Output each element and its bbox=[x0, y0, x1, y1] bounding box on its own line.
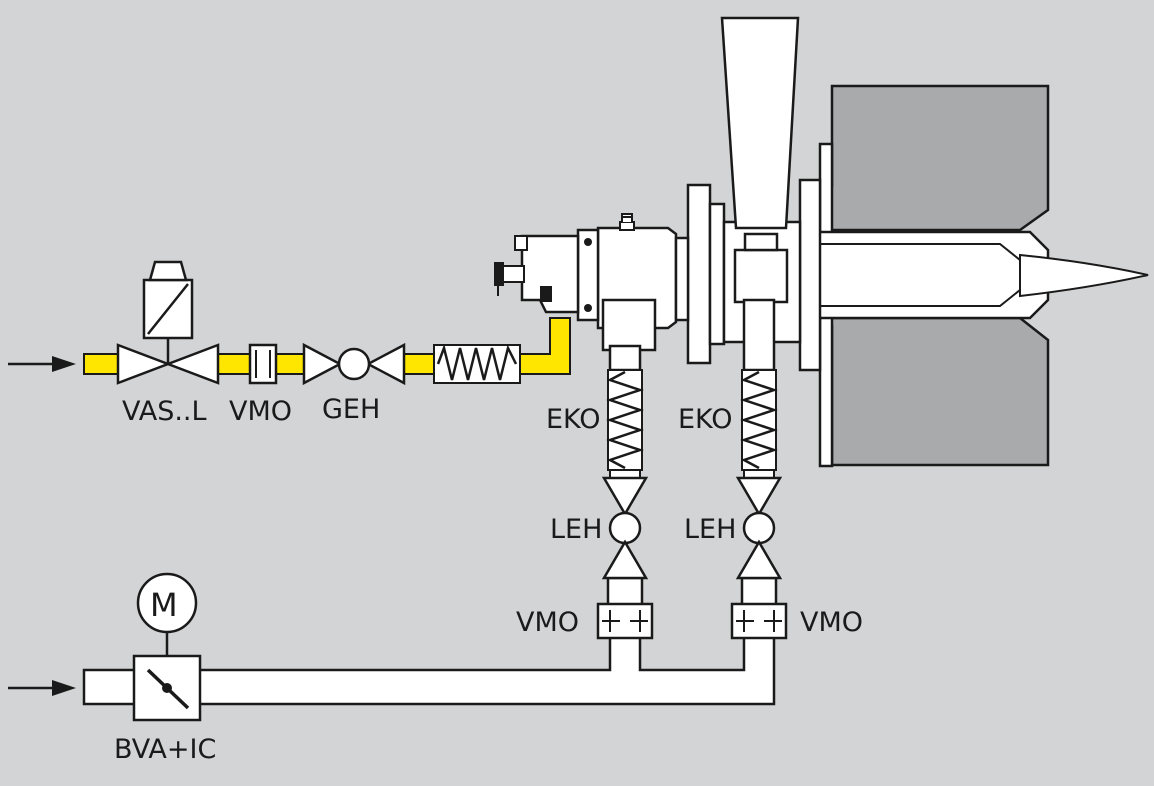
inlet-arrow-icon bbox=[8, 680, 76, 696]
air-branch-2 bbox=[730, 369, 788, 640]
gas-valve-icon bbox=[302, 342, 406, 386]
butterfly-valve-icon bbox=[132, 632, 202, 722]
inlet-arrow-icon bbox=[8, 356, 76, 372]
motor-icon bbox=[136, 572, 198, 634]
label-geh: GEH bbox=[322, 394, 380, 425]
label-eko-2: EKO bbox=[678, 404, 733, 435]
flame-icon bbox=[1019, 253, 1149, 298]
label-vmo-air-1: VMO bbox=[516, 607, 579, 638]
air-funnel bbox=[720, 16, 800, 230]
burner-body bbox=[494, 178, 822, 372]
label-leh-2: LEH bbox=[684, 514, 736, 545]
label-bva: BVA+IC bbox=[114, 734, 216, 765]
air-branch-1 bbox=[596, 369, 654, 640]
label-eko-1: EKO bbox=[546, 404, 601, 435]
label-vas: VAS..L bbox=[122, 396, 207, 427]
air-line bbox=[82, 298, 778, 706]
label-vmo-air-2: VMO bbox=[800, 607, 863, 638]
label-motor: M bbox=[150, 586, 178, 624]
label-leh-1: LEH bbox=[550, 514, 602, 545]
bellows-icon bbox=[433, 343, 521, 384]
solenoid-valve-icon bbox=[116, 260, 220, 385]
burner-tube bbox=[788, 230, 1050, 320]
label-vmo-gas: VMO bbox=[229, 396, 292, 427]
orifice-icon bbox=[248, 343, 278, 385]
